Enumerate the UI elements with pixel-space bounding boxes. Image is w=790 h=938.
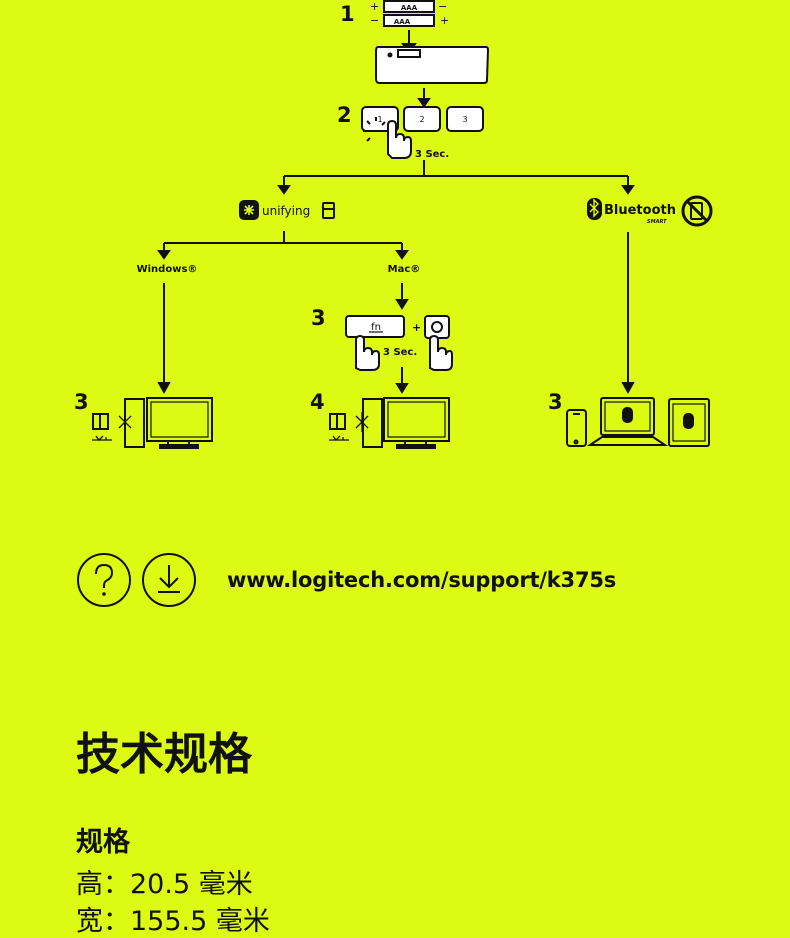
battery-plus: + [370,0,379,13]
bluetooth-label: Bluetooth [604,203,676,218]
battery-minus: − [438,0,447,13]
step-number: 2 [337,103,352,127]
page-title: 技术规格 [76,729,252,780]
battery-plus: + [440,14,449,27]
bluetooth-smart-label: SMART [647,219,667,225]
hand-press-icon [363,117,412,159]
step-number: 1 [340,2,355,26]
step-number: 3 [74,390,89,414]
support-row: www.logitech.com/support/k375s [76,552,616,608]
keyboard-icon [375,46,490,84]
step-number: 3 [311,306,326,330]
fn-key-icon [345,315,405,338]
phone-icon [566,409,587,447]
spec-height: 高：20.5 毫米 [76,869,253,900]
plus-sign: + [412,321,421,334]
desktop-computer-icon [329,397,450,449]
setup-diagram: 1 + − AAA − + AAA 2 1 2 3 3 Sec. unifyin… [74,0,713,449]
step-number: 3 [548,390,563,414]
usb-icon [92,435,112,441]
hand-press-icon [355,334,453,371]
power-key-icon [424,315,450,339]
channel-key-label: 3 [462,115,467,124]
hold-time-label: 3 Sec. [383,347,417,358]
mac-label: Mac® [388,264,421,275]
receiver-icon [322,202,335,219]
unifying-label: unifying [262,204,310,218]
channel-key-label: 2 [419,115,424,124]
battery-minus: − [370,14,379,27]
channel-key-label: 1 [377,115,382,124]
section-heading: 规格 [76,827,130,858]
support-url-link[interactable]: www.logitech.com/support/k375s [227,568,617,592]
fn-key-label: fn [371,322,381,333]
question-circle-icon[interactable] [76,552,132,608]
windows-label: Windows® [137,264,198,275]
no-receiver-icon [681,195,713,227]
laptop-icon [586,397,669,446]
step-number: 4 [310,390,325,414]
battery-label: AAA [394,18,411,26]
battery-label: AAA [401,4,418,12]
unifying-logo-icon [239,200,259,220]
desktop-computer-icon [92,397,213,449]
hold-time-label: 3 Sec. [415,149,449,160]
bluetooth-logo-icon [587,198,602,220]
spec-width: 宽：155.5 毫米 [76,906,270,937]
tablet-icon [668,398,710,447]
usb-icon [329,435,349,441]
battery-icon [383,0,435,27]
download-circle-icon[interactable] [141,552,197,608]
